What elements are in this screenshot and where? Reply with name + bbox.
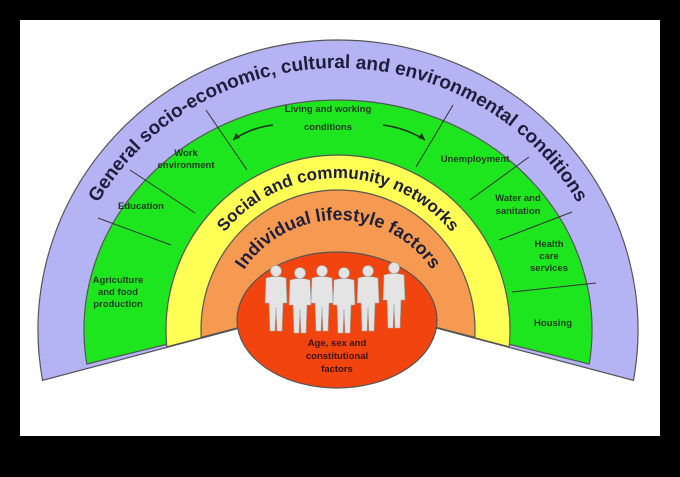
segment-label: Education	[118, 201, 164, 212]
segment-label: and food	[98, 287, 138, 298]
living-working-title-2: conditions	[304, 122, 352, 133]
segment-label: Work	[174, 148, 198, 159]
segment-label: Health	[534, 239, 563, 250]
segment-water-sanitation: Water and sanitation	[495, 193, 541, 217]
segment-divider	[415, 104, 454, 168]
segment-label: environment	[157, 160, 215, 171]
segment-label: services	[530, 263, 568, 274]
segment-health-care: Health care services	[530, 239, 568, 274]
segment-divider	[469, 156, 530, 201]
person-silhouette-icon	[356, 265, 380, 332]
person-silhouette-icon	[264, 265, 288, 332]
person-silhouette-icon	[332, 267, 356, 334]
segment-divider	[205, 109, 248, 171]
segment-dividers	[97, 104, 597, 293]
core-label-line: Age, sex and	[308, 338, 367, 349]
segment-work-environment: Work environment	[157, 148, 215, 171]
segment-label: sanitation	[496, 206, 541, 217]
person-silhouette-icon	[382, 262, 406, 329]
person-silhouette-icon	[310, 265, 334, 332]
core-label: Age, sex and constitutional factors	[306, 338, 368, 375]
segment-label: Agriculture	[93, 275, 144, 286]
segment-housing: Housing	[534, 318, 572, 329]
segment-divider	[511, 282, 597, 293]
segment-label: Water and	[495, 193, 541, 204]
segment-label: production	[93, 299, 143, 310]
arrowhead-right-icon	[418, 133, 425, 140]
arrowhead-left-icon	[233, 133, 240, 140]
people-silhouettes-icon	[264, 262, 406, 334]
segment-label: care	[539, 251, 559, 262]
segment-divider	[97, 217, 172, 246]
core-label-line: constitutional	[306, 351, 368, 362]
segment-label: Unemployment	[441, 154, 510, 165]
segment-agriculture: Agriculture and food production	[93, 275, 144, 310]
living-working-title-1: Living and working	[285, 104, 372, 115]
core-label-line: factors	[321, 364, 353, 375]
segment-divider	[498, 211, 573, 241]
segment-label: Housing	[534, 318, 572, 329]
segment-divider	[129, 169, 196, 214]
person-silhouette-icon	[288, 267, 312, 334]
segment-education: Education	[118, 201, 164, 212]
segment-unemployment: Unemployment	[441, 154, 510, 165]
